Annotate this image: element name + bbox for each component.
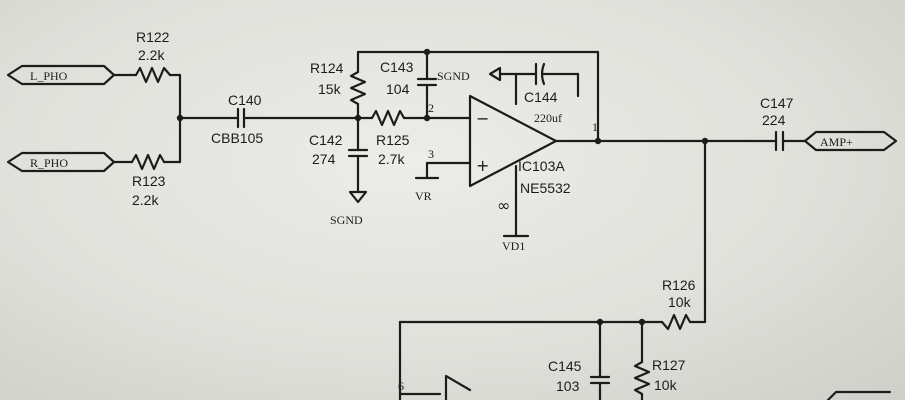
opamp-part: NE5532 [520, 180, 571, 196]
vr-label: VR [415, 189, 432, 203]
r126-value: 10k [668, 294, 692, 310]
capacitor-c147: C147 224 [760, 95, 807, 152]
pin-6-label: 6 [398, 379, 404, 393]
r125-ref: R125 [376, 132, 410, 148]
capacitor-c140: C140 CBB105 [178, 92, 360, 146]
resistor-r127: R127 10k [633, 320, 686, 400]
opamp-minus-sign: − [476, 109, 489, 128]
resistor-r123: R123 2.2k [112, 153, 182, 208]
port-partial [826, 390, 892, 400]
pin-1-label: 1 [592, 120, 598, 134]
r124-ref: R124 [310, 60, 344, 76]
c145-ref: C145 [548, 358, 582, 374]
opamp-ic103a: − + 1 IC103A NE5532 VD1 ∞ [468, 94, 600, 253]
pin-2-label: 2 [428, 101, 434, 115]
c147-value: 224 [762, 112, 786, 128]
r126-ref: R126 [662, 277, 696, 293]
power-symbol: ∞ [497, 196, 510, 215]
r122-ref: R122 [136, 29, 170, 45]
c144-ref: C144 [524, 89, 558, 105]
capacitor-c143: C143 104 2 [380, 50, 438, 120]
c144-value: 220uf [534, 111, 562, 125]
sgnd-bottom-label: SGND [330, 213, 363, 227]
opamp-ref: IC103A [518, 158, 565, 174]
r127-value: 10k [654, 377, 678, 393]
c142-value: 274 [312, 151, 336, 167]
port-r-pho: R_PHO [6, 151, 116, 173]
r123-ref: R123 [132, 173, 166, 189]
resistor-r126: R126 10k [398, 139, 707, 331]
opamp-second-fragment: 6 [398, 320, 472, 400]
c142-ref: C142 [309, 132, 343, 148]
vd1-label: VD1 [502, 239, 525, 253]
resistor-r122: R122 2.2k [112, 29, 182, 84]
resistor-r125: R125 2.7k [356, 109, 472, 167]
output-junction [594, 137, 602, 145]
r124-value: 15k [318, 81, 342, 97]
port-amp-label: AMP+ [820, 135, 853, 149]
port-r-pho-label: R_PHO [30, 156, 68, 170]
r123-value: 2.2k [132, 192, 159, 208]
capacitor-c145: C145 103 [548, 320, 611, 400]
pin-3-label: 3 [428, 147, 434, 161]
sgnd-top: SGND [437, 66, 522, 83]
c143-value: 104 [386, 81, 410, 97]
port-amp: AMP+ [803, 130, 898, 152]
r127-ref: R127 [652, 357, 686, 373]
port-l-pho-label: L_PHO [30, 69, 68, 83]
capacitor-c144: C144 220uf [518, 62, 580, 125]
c147-ref: C147 [760, 95, 794, 111]
r122-value: 2.2k [138, 47, 165, 63]
capacitor-c142: C142 274 SGND [309, 116, 369, 227]
c145-value: 103 [556, 378, 580, 394]
port-l-pho: L_PHO [6, 64, 116, 86]
resistor-r124: R124 15k [310, 50, 367, 120]
opamp-plus-sign: + [476, 156, 489, 175]
c143-ref: C143 [380, 59, 414, 75]
sgnd-top-label: SGND [437, 69, 470, 83]
vr-net: VR 3 [414, 147, 472, 203]
c140-value: CBB105 [211, 130, 263, 146]
r125-value: 2.7k [378, 151, 405, 167]
c140-ref: C140 [228, 92, 262, 108]
